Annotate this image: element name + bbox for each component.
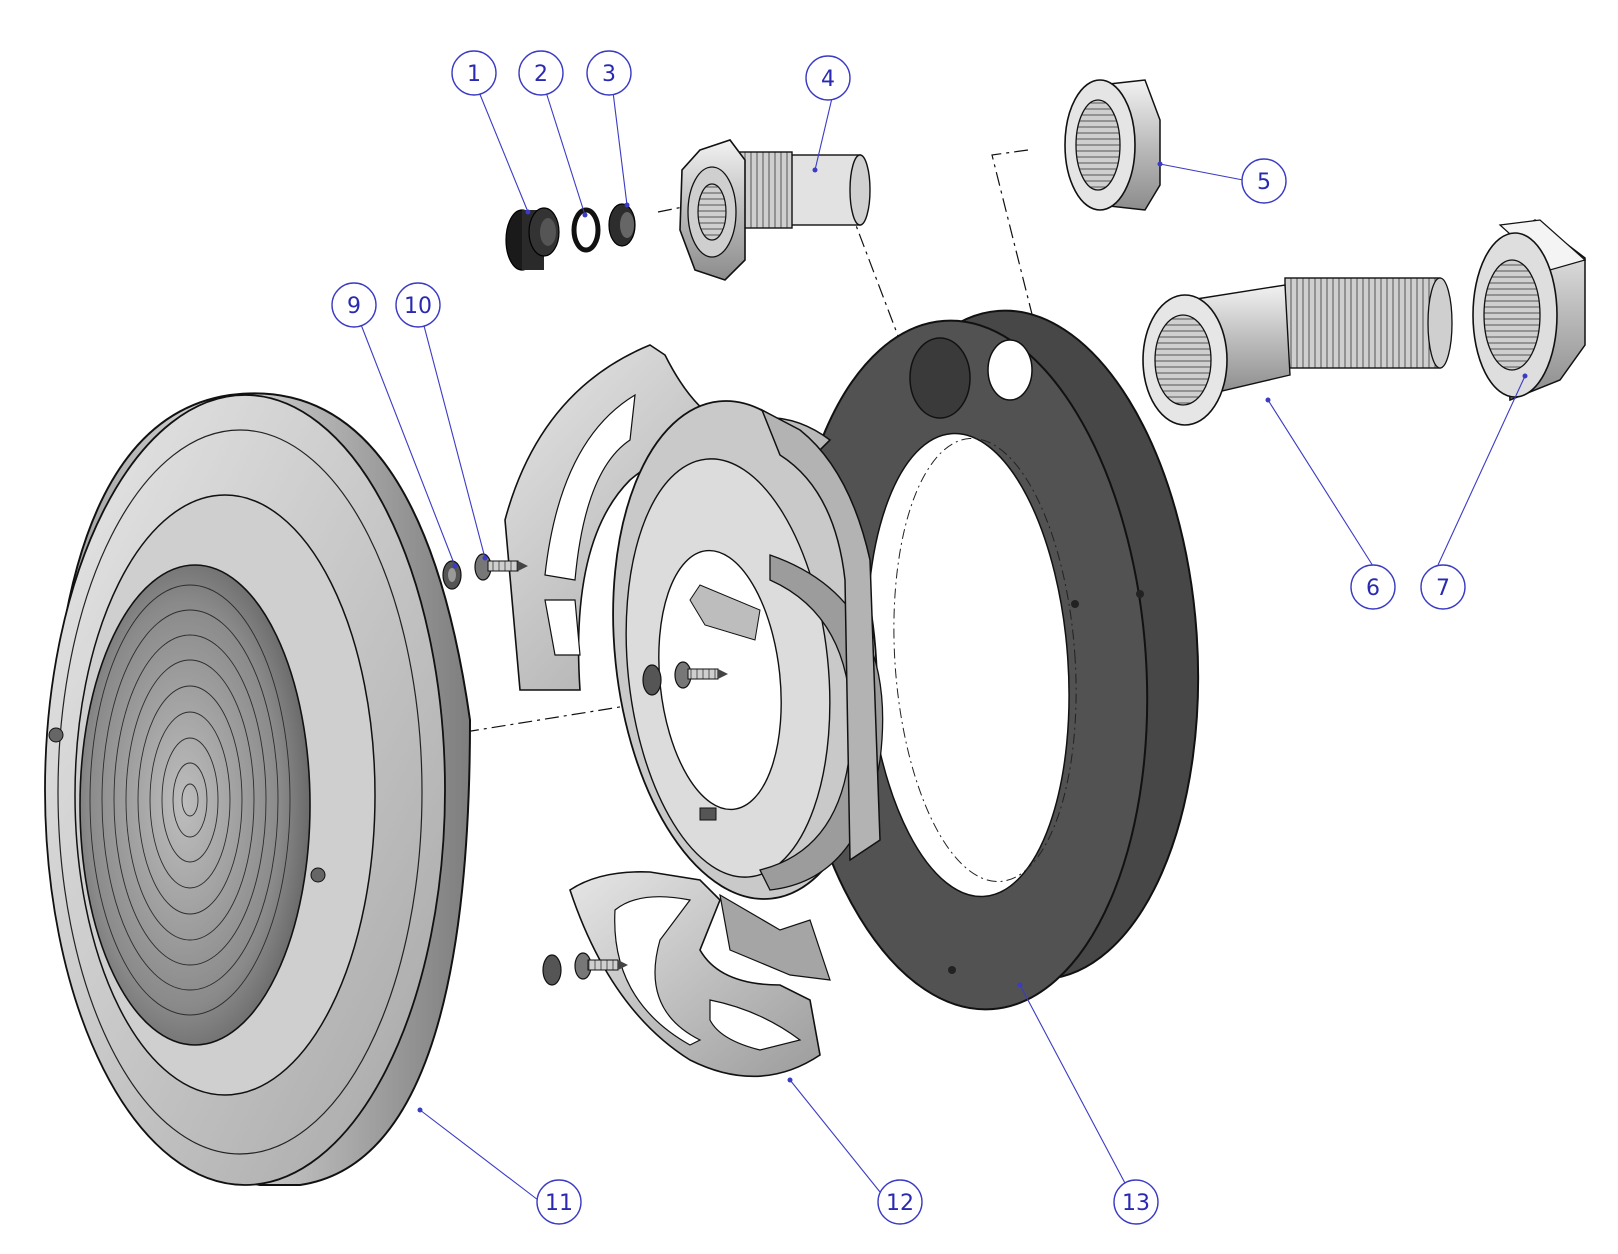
- balloon-11-label: 11: [545, 1191, 573, 1216]
- balloon-12-label: 12: [886, 1191, 914, 1216]
- balloon-4-label: 4: [821, 67, 835, 92]
- balloon-13-circle: [1113, 1179, 1159, 1225]
- leader-lines: [359, 91, 1528, 1201]
- balloon-11-circle: [536, 1179, 582, 1225]
- balloon-1-label: 1: [467, 62, 481, 87]
- o-ring-2: [571, 207, 601, 253]
- balloon-7: 7: [1420, 564, 1466, 610]
- balloon-2-label: 2: [534, 62, 548, 87]
- balloon-4: 4: [805, 55, 851, 101]
- balloon-5-label: 5: [1257, 170, 1271, 195]
- balloon-10-label: 10: [404, 294, 432, 319]
- balloon-9-circle: [331, 282, 377, 328]
- balloon-1-circle: [451, 50, 497, 96]
- balloon-2: 2: [518, 50, 564, 96]
- screw-set: [442, 553, 728, 986]
- balloon-4-circle: [805, 55, 851, 101]
- balloon-7-label: 7: [1436, 576, 1450, 601]
- balloon-3-circle: [586, 50, 632, 96]
- lamp-housing-11: [44, 392, 472, 1186]
- balloon-9: 9: [331, 282, 377, 328]
- balloon-7-circle: [1420, 564, 1466, 610]
- balloon-1: 1: [451, 50, 497, 96]
- balloon-9-label: 9: [347, 294, 361, 319]
- balloon-5: 5: [1241, 158, 1287, 204]
- threaded-flange-4: [679, 139, 871, 281]
- balloon-13: 13: [1113, 1179, 1159, 1225]
- balloon-12-circle: [877, 1179, 923, 1225]
- balloon-6-label: 6: [1366, 576, 1380, 601]
- balloon-10-circle: [395, 282, 441, 328]
- balloon-6-circle: [1350, 564, 1396, 610]
- balloon-12: 12: [877, 1179, 923, 1225]
- seal-3: [608, 203, 636, 247]
- cable-gland-1: [505, 207, 560, 271]
- balloon-6: 6: [1350, 564, 1396, 610]
- balloon-11: 11: [536, 1179, 582, 1225]
- flange-nut-5: [1064, 79, 1161, 211]
- balloon-10: 10: [395, 282, 441, 328]
- hex-nut-7: [1472, 219, 1587, 402]
- balloon-2-circle: [518, 50, 564, 96]
- mounting-bracket-12: [504, 344, 884, 1078]
- lens-rings: [89, 584, 291, 1016]
- balloon-3-label: 3: [602, 62, 616, 87]
- balloon-5-circle: [1241, 158, 1287, 204]
- pipe-fitting-6: [1142, 277, 1453, 426]
- balloon-13-label: 13: [1122, 1191, 1150, 1216]
- balloon-3: 3: [586, 50, 632, 96]
